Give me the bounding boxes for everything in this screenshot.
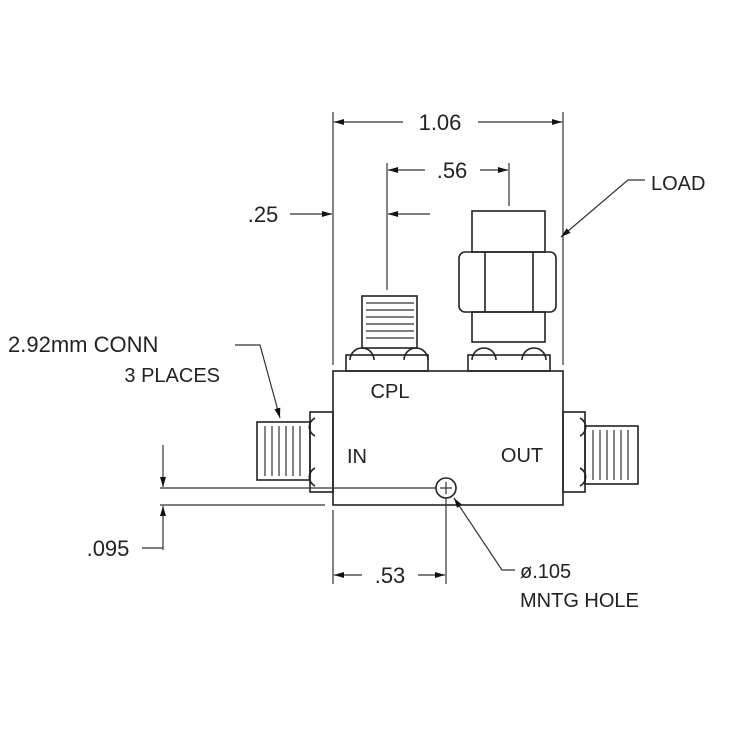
dimension-connector-spacing [386, 163, 510, 290]
cpl-connector [345, 295, 429, 372]
callout-hole-label: MNTG HOLE [520, 590, 639, 612]
callout-load: LOAD [651, 173, 705, 195]
load-termination [458, 210, 557, 372]
out-connector [562, 411, 639, 493]
callout-hole-dia: ø.105 [520, 561, 571, 583]
port-label-out: OUT [501, 445, 543, 467]
dim-0-53: .53 [375, 563, 406, 588]
coupler-body [332, 370, 564, 506]
load-leader [560, 179, 645, 238]
port-label-in: IN [347, 446, 367, 468]
connector-leader [235, 344, 281, 419]
dim-1-06: 1.06 [419, 110, 462, 135]
mounting-hole [435, 477, 457, 499]
dimension-overall-width [332, 112, 564, 365]
port-label-cpl: CPL [371, 381, 410, 403]
in-connector [256, 411, 334, 493]
callout-connector: 2.92mm CONN [8, 332, 158, 357]
dimension-hole-vertical [142, 445, 436, 550]
dimension-hole-horizontal [332, 498, 447, 584]
hole-leader [453, 497, 515, 571]
dim-0-095: .095 [87, 536, 130, 561]
callout-connector-qty: 3 PLACES [124, 365, 220, 387]
dim-0-25: .25 [248, 202, 279, 227]
dim-0-56: .56 [437, 158, 468, 183]
